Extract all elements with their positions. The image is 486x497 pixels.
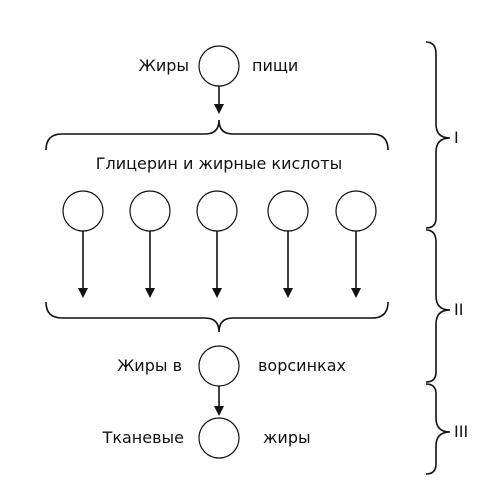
arrow-food-to-brace-head [214, 104, 224, 114]
arrow-molecule-4-head [283, 288, 293, 298]
label-glycerol-fatty-acids: Глицерин и жирные кислоты [96, 154, 343, 173]
top-brace [45, 119, 389, 151]
molecule-fatty-acid-1 [62, 190, 104, 232]
arrow-molecule-5-head [351, 288, 361, 298]
label-villi-fats-left: Жиры в [117, 356, 182, 375]
stage-label-2: II [454, 300, 463, 319]
stage-brace-2 [425, 229, 451, 383]
food-fats-circle [198, 45, 240, 87]
label-tissue-fats-left: Тканевые [102, 428, 184, 447]
stage-brace-1 [425, 41, 451, 229]
stage-brace-3 [425, 383, 451, 475]
tissue-fats-circle [198, 417, 240, 459]
arrow-molecule-2-head [145, 288, 155, 298]
bottom-brace [45, 301, 389, 333]
arrow-molecule-3-head [212, 288, 222, 298]
villi-fats-circle [198, 345, 240, 387]
molecule-glycerol-1 [196, 190, 238, 232]
arrow-villi-to-tissue-head [214, 406, 224, 416]
label-food-fats-right: пищи [252, 56, 298, 75]
label-villi-fats-right: ворсинках [258, 356, 346, 375]
stage-label-3: III [454, 422, 468, 441]
stage-label-1: I [454, 128, 459, 147]
molecule-fatty-acid-2 [129, 190, 171, 232]
molecule-fatty-acid-3 [267, 190, 309, 232]
arrow-molecule-1-head [78, 288, 88, 298]
label-tissue-fats-right: жиры [263, 428, 311, 447]
label-food-fats-left: Жиры [139, 56, 189, 75]
molecule-glycerol-2 [335, 190, 377, 232]
